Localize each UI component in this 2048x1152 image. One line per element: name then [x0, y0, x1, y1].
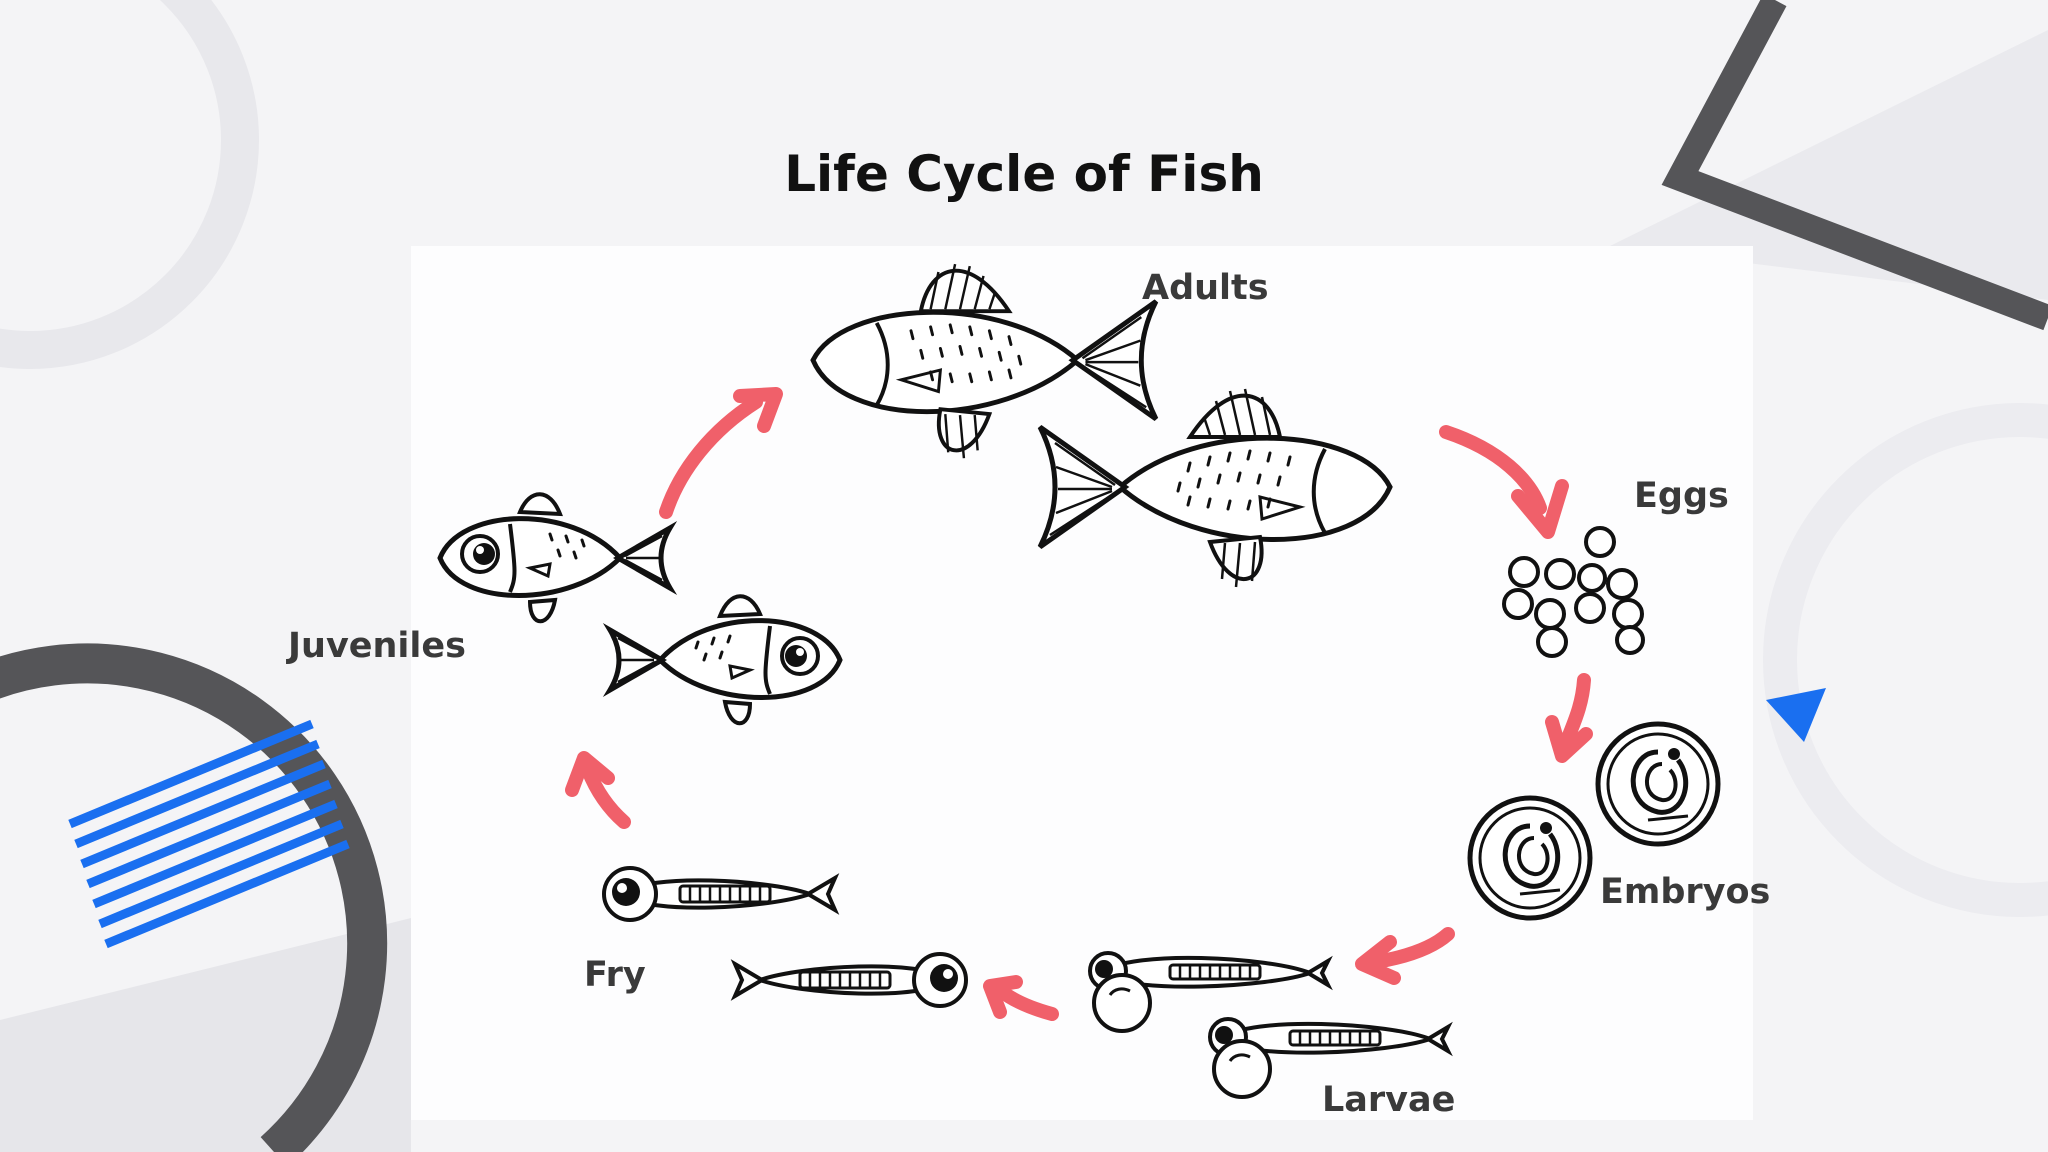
stage-label-embryos: Embryos: [1600, 872, 1770, 912]
juvenile-fish-icon: [440, 494, 840, 723]
diagram-title: Life Cycle of Fish: [0, 145, 2048, 203]
fry-icon: [604, 868, 966, 1006]
egg-cluster-icon: [1504, 528, 1643, 656]
stage-label-larvae: Larvae: [1322, 1080, 1455, 1120]
stage-label-adults: Adults: [1142, 268, 1269, 308]
stage-label-fry: Fry: [584, 955, 646, 995]
stage-label-juveniles: Juveniles: [288, 626, 466, 666]
stage-label-eggs: Eggs: [1634, 476, 1729, 516]
adult-fish-icon: [813, 264, 1390, 587]
